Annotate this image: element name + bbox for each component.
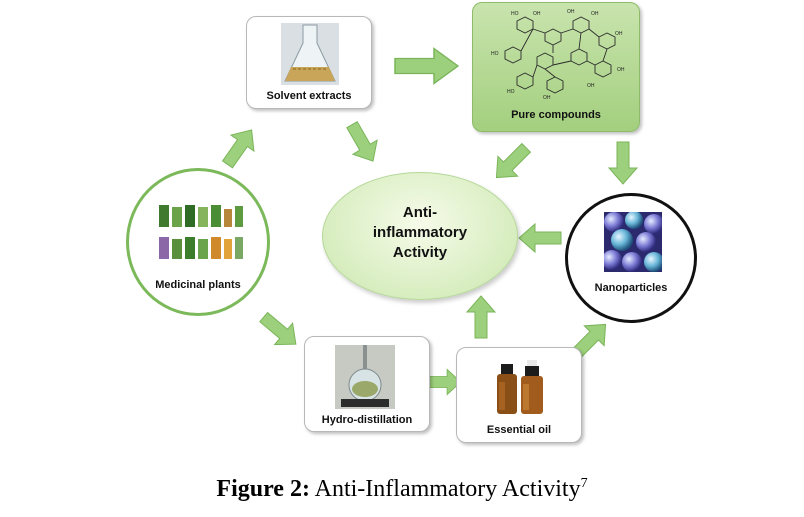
node-label: Pure compounds bbox=[511, 109, 601, 121]
node-label: Medicinal plants bbox=[155, 279, 241, 291]
svg-text:OH: OH bbox=[533, 11, 541, 17]
center-label: Anti- inflammatory Activity bbox=[323, 203, 517, 263]
center-label-line1: Anti- bbox=[402, 204, 438, 221]
node-label: Solvent extracts bbox=[266, 90, 352, 102]
node-label: Hydro-distillation bbox=[321, 414, 413, 426]
node-pure-compounds: HO OH OH OH OH HO OH OH HO OH Pure compounds bbox=[472, 2, 640, 132]
node-hydro-distillation: Hydro-distillation bbox=[304, 336, 430, 432]
svg-text:OH: OH bbox=[617, 67, 625, 73]
node-essential-oil: Essential oil bbox=[456, 347, 582, 443]
caption-reference: 7 bbox=[580, 476, 588, 491]
arrow-pure-to-nano bbox=[608, 141, 638, 185]
svg-text:OH: OH bbox=[591, 11, 599, 17]
svg-text:OH: OH bbox=[543, 95, 551, 99]
arrow-solvent-to-pure bbox=[394, 47, 459, 85]
node-anti-inflammatory-activity: Anti- inflammatory Activity bbox=[322, 172, 518, 300]
figure-caption: Figure 2: Anti-Inflammatory Activity7 bbox=[0, 476, 804, 503]
arrow-solvent-to-center bbox=[339, 117, 386, 169]
node-nanoparticles: Nanoparticles bbox=[565, 193, 697, 323]
svg-text:HO: HO bbox=[491, 51, 499, 57]
svg-text:HO: HO bbox=[511, 11, 519, 17]
caption-text: Anti-Inflammatory Activity bbox=[309, 476, 581, 502]
node-solvent-extracts: Solvent extracts bbox=[246, 16, 372, 109]
arrow-plants-to-solvent bbox=[215, 121, 264, 173]
node-medicinal-plants: Medicinal plants bbox=[126, 168, 270, 316]
caption-prefix: Figure 2: bbox=[216, 476, 310, 502]
node-label: Nanoparticles bbox=[594, 282, 668, 294]
svg-text:OH: OH bbox=[567, 9, 575, 15]
svg-text:OH: OH bbox=[587, 83, 595, 89]
nanoparticles-image bbox=[604, 212, 662, 272]
herbs-image bbox=[159, 205, 243, 259]
center-label-line3: Activity bbox=[392, 244, 448, 261]
arrow-plants-to-hydro bbox=[254, 305, 306, 356]
arrow-pure-to-center bbox=[486, 137, 537, 188]
oil-bottles-image bbox=[497, 360, 543, 414]
flask-image bbox=[281, 23, 339, 85]
molecule-structure-image: HO OH OH OH OH HO OH OH HO OH bbox=[491, 9, 625, 99]
svg-text:OH: OH bbox=[615, 31, 623, 37]
node-label: Essential oil bbox=[486, 424, 552, 436]
distillation-apparatus-image bbox=[335, 345, 395, 409]
arrow-nano-to-center bbox=[518, 223, 562, 253]
arrow-essential-to-center bbox=[466, 295, 496, 339]
center-label-line2: inflammatory bbox=[372, 224, 468, 241]
svg-text:HO: HO bbox=[507, 89, 515, 95]
